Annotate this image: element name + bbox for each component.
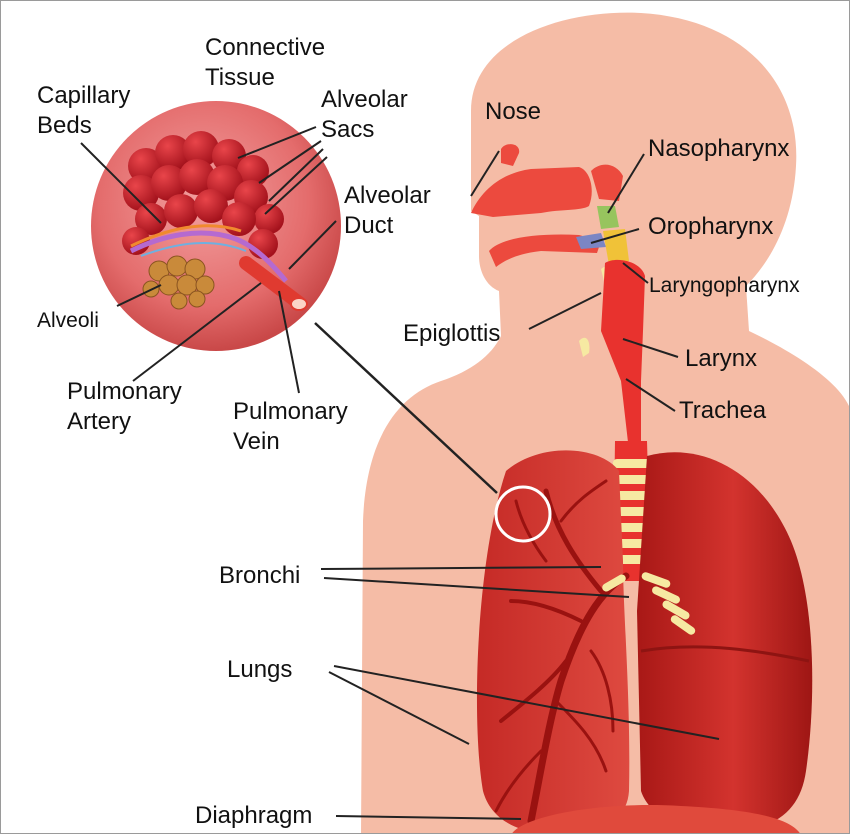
label-pulmonary-artery: Pulmonary Artery [67,377,182,437]
label-lungs: Lungs [227,655,292,685]
label-pulmonary-vein: Pulmonary Vein [233,397,348,457]
label-pulmonary-vein-line1: Pulmonary [233,397,348,427]
label-capillary-beds-line1: Capillary [37,81,130,111]
label-capillary-beds: Capillary Beds [37,81,130,141]
label-pulmonary-artery-line1: Pulmonary [67,377,182,407]
label-nose: Nose [485,97,541,127]
label-larynx: Larynx [685,344,757,374]
label-alveolar-sacs-line2: Sacs [321,115,408,145]
label-diaphragm: Diaphragm [195,801,312,831]
label-capillary-beds-line2: Beds [37,111,130,141]
label-pulmonary-artery-line2: Artery [67,407,182,437]
label-alveolar-duct-line1: Alveolar [344,181,431,211]
label-alveolar-sacs: Alveolar Sacs [321,85,408,145]
label-alveolar-sacs-line1: Alveolar [321,85,408,115]
label-nasopharynx: Nasopharynx [648,134,789,164]
label-connective-tissue-line2: Tissue [205,63,325,93]
label-alveolar-duct: Alveolar Duct [344,181,431,241]
label-alveoli: Alveoli [37,306,99,336]
label-epiglottis: Epiglottis [403,319,500,349]
label-alveolar-duct-line2: Duct [344,211,431,241]
label-bronchi: Bronchi [219,561,300,591]
label-connective-tissue: Connective Tissue [205,33,325,93]
vessel-opening [291,298,307,310]
label-connective-tissue-line1: Connective [205,33,325,63]
label-laryngopharynx: Laryngopharynx [649,271,800,301]
label-trachea: Trachea [679,396,766,426]
label-pulmonary-vein-line2: Vein [233,427,348,457]
label-oropharynx: Oropharynx [648,212,773,242]
